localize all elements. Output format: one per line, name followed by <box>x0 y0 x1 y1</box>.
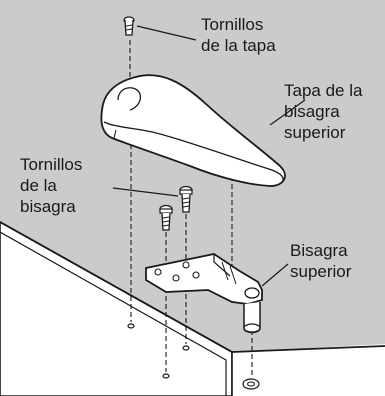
leader-lines <box>112 25 306 287</box>
label-hinge-cover-line-3: superior <box>284 123 346 142</box>
label-lid-screws: Tornillos de la tapa <box>201 15 276 55</box>
hinge-screw-icon-2 <box>159 204 173 231</box>
hole-3 <box>162 373 170 379</box>
lid-screw-icon <box>123 16 135 36</box>
pin-hole-inner <box>247 381 255 387</box>
hinge-screw-icon <box>179 185 193 213</box>
pin-hole <box>242 378 260 390</box>
label-upper-hinge-line-2: superior <box>290 262 352 281</box>
cabinet-bevel <box>0 231 227 396</box>
upper-hinge-part <box>145 253 263 334</box>
label-hinge-screws: Tornillos de la bisagra <box>20 155 87 216</box>
label-lid-screws-line-2: de la tapa <box>201 36 276 55</box>
label-lid-screws-line-1: Tornillos <box>201 15 263 34</box>
hole-1 <box>127 323 135 329</box>
label-hinge-cover: Tapa de la bisagra superior <box>284 81 367 142</box>
label-upper-hinge: Bisagra superior <box>290 241 352 281</box>
label-hinge-screws-line-3: bisagra <box>20 197 76 216</box>
label-upper-hinge-line-1: Bisagra <box>290 241 348 260</box>
label-hinge-cover-line-1: Tapa de la <box>284 81 363 100</box>
cabinet-top-surface <box>232 346 385 396</box>
hole-2 <box>182 345 190 351</box>
hinge-cover-part <box>100 74 286 187</box>
label-hinge-cover-line-2: bisagra <box>284 102 340 121</box>
label-hinge-screws-line-1: Tornillos <box>20 155 82 174</box>
alignment-lines <box>129 40 253 378</box>
label-hinge-screws-line-2: de la <box>20 176 57 195</box>
